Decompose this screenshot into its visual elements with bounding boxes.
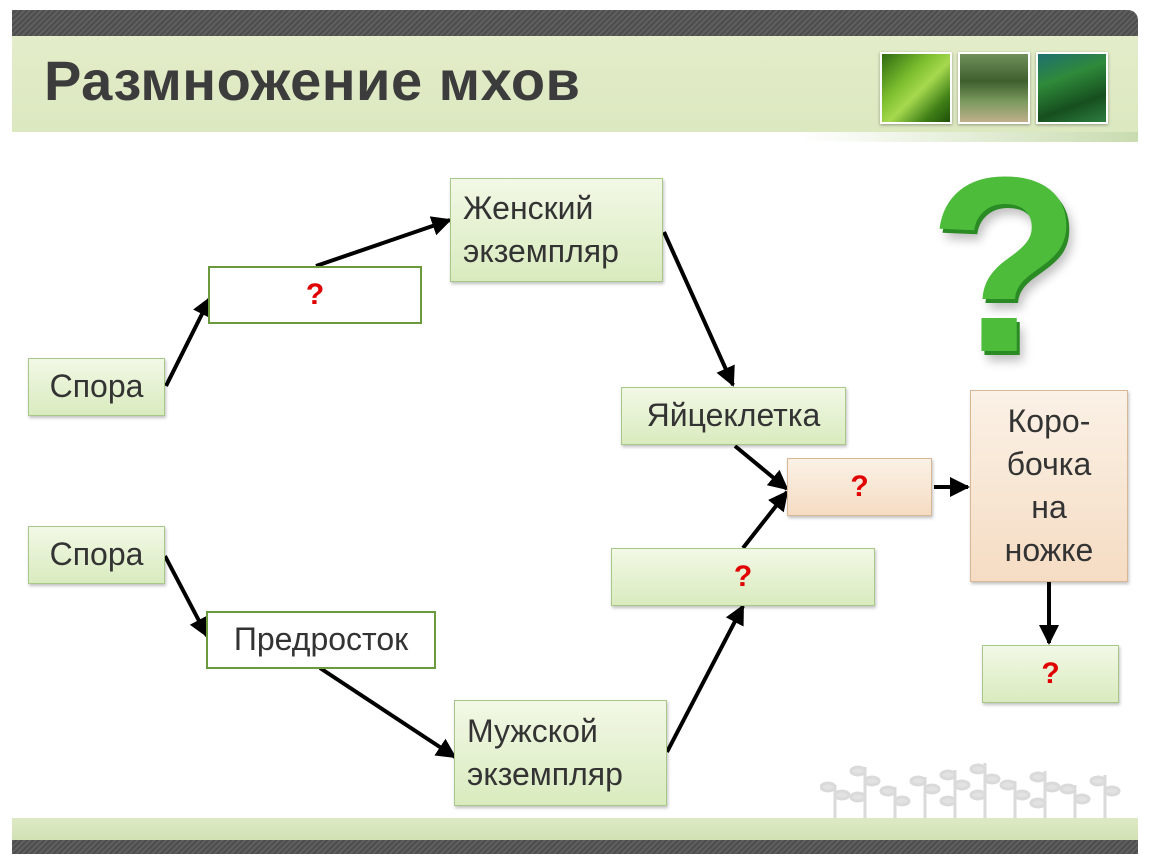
alga-photo-icon <box>1036 52 1108 124</box>
result-box: ? <box>982 645 1119 703</box>
female-label: Женский экземпляр <box>463 189 619 269</box>
spore-box-bottom: Спора <box>28 526 165 584</box>
capsule-box: Коро-бочка на ножке <box>970 390 1128 582</box>
unknown-box-top: ? <box>208 266 422 324</box>
moss-photo-icon <box>958 52 1030 124</box>
spore-box-top: Спора <box>28 358 165 416</box>
arrow-sperm-to-zygote <box>741 490 789 550</box>
protonema-box: Предросток <box>206 611 436 669</box>
zygote-box: ? <box>787 458 932 516</box>
question-mark-sperm: ? <box>733 559 753 593</box>
question-mark-icon: ? <box>928 125 1081 404</box>
fern-photo-icon <box>880 52 952 124</box>
sperm-box: ? <box>611 548 875 606</box>
title-band-shadow <box>12 132 1138 142</box>
egg-label: Яйцеклетка <box>646 397 821 434</box>
arrow-spore-to-unknown <box>164 296 212 387</box>
egg-box: Яйцеклетка <box>621 387 846 445</box>
bottom-stripe <box>12 840 1138 854</box>
question-mark-result: ? <box>1041 656 1060 690</box>
arrow-spore-to-protonema <box>163 555 209 638</box>
arrow-female-to-egg <box>662 231 735 387</box>
question-mark-zygote: ? <box>850 469 869 503</box>
arrow-egg-to-zygote <box>733 444 789 491</box>
question-mark-top: ? <box>305 277 325 311</box>
top-stripe <box>12 10 1138 36</box>
slide-title: Размножение мхов <box>44 49 581 112</box>
spore-label-bottom: Спора <box>49 536 144 573</box>
female-box: Женский экземпляр <box>450 178 663 282</box>
protonema-label: Предросток <box>233 621 409 658</box>
arrow-male-to-sperm <box>665 604 745 753</box>
arrow-unknown-to-female <box>315 216 452 268</box>
arrow-protonema-to-male <box>318 666 457 759</box>
bottom-band <box>12 818 1138 840</box>
capsule-label: Коро-бочка на ножке <box>1004 402 1094 569</box>
spore-label-top: Спора <box>49 368 144 405</box>
male-label: Мужской экземпляр <box>467 712 623 792</box>
male-box: Мужской экземпляр <box>454 700 667 806</box>
